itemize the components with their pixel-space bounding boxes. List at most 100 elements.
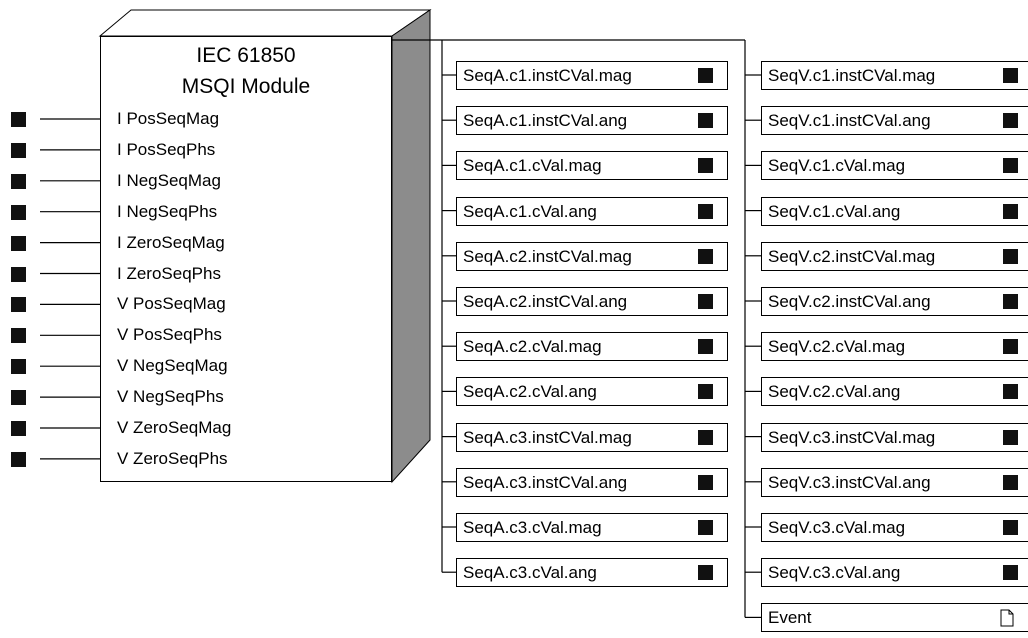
input-label: V PosSeqPhs	[117, 325, 222, 345]
output-label: SeqV.c2.instCVal.mag	[768, 246, 936, 266]
output-register-seqv[interactable]: SeqV.c1.cVal.mag	[761, 151, 1028, 181]
input-register-square[interactable]	[11, 421, 26, 436]
output-register-square	[1003, 113, 1018, 129]
output-register-seqa[interactable]: SeqA.c3.instCVal.ang	[456, 467, 728, 497]
output-register-square	[1003, 158, 1018, 174]
output-label: SeqV.c2.instCVal.ang	[768, 292, 931, 311]
module-title: IEC 61850 MSQI Module	[100, 40, 392, 102]
output-register-square	[698, 158, 713, 174]
output-register-seqv[interactable]: SeqV.c1.instCVal.mag	[761, 61, 1028, 90]
input-register-square[interactable]	[11, 390, 26, 406]
output-register-seqv[interactable]: SeqV.c1.cVal.ang	[761, 196, 1028, 226]
output-register-seqa[interactable]: SeqA.c2.cVal.mag	[456, 332, 728, 362]
output-label: Event	[768, 608, 812, 628]
output-label: SeqA.c3.cVal.mag	[463, 518, 602, 537]
output-label: SeqV.c1.instCVal.ang	[768, 111, 931, 131]
output-label: SeqA.c3.cVal.ang	[463, 563, 597, 583]
module-title-line2: MSQI Module	[181, 75, 311, 98]
module-title-line1: IEC 61850	[196, 44, 296, 67]
output-register-seqv[interactable]: SeqV.c3.cVal.ang	[761, 558, 1028, 588]
output-register-seqa[interactable]: SeqA.c3.instCVal.mag	[456, 422, 728, 452]
input-register-square[interactable]	[11, 112, 26, 127]
output-register-square	[698, 339, 713, 355]
output-label: SeqA.c1.cVal.mag	[463, 156, 602, 176]
output-register-square	[698, 565, 713, 581]
input-label: I NegSeqPhs	[117, 201, 218, 221]
output-label: SeqV.c1.cVal.mag	[768, 156, 906, 176]
input-label: V NegSeqPhs	[117, 387, 224, 407]
output-register-square	[698, 68, 713, 83]
output-label: SeqV.c1.instCVal.mag	[768, 66, 936, 85]
output-label: SeqV.c2.cVal.ang	[768, 382, 901, 402]
output-label: SeqA.c2.instCVal.mag	[463, 246, 632, 266]
output-label: SeqV.c3.instCVal.ang	[768, 472, 931, 492]
output-register-square	[698, 203, 713, 219]
output-register-square	[1003, 474, 1018, 490]
output-register-seqv[interactable]: SeqV.c2.instCVal.ang	[761, 287, 1028, 316]
output-label: SeqA.c2.cVal.mag	[463, 337, 602, 357]
output-register-seqa[interactable]: SeqA.c3.cVal.mag	[456, 513, 728, 542]
output-label: SeqV.c3.cVal.mag	[768, 518, 906, 537]
output-label: SeqA.c2.instCVal.ang	[463, 292, 628, 311]
output-register-square	[1003, 339, 1018, 355]
document-icon	[1000, 609, 1014, 627]
output-register-seqa[interactable]: SeqA.c1.cVal.ang	[456, 196, 728, 226]
input-register-square[interactable]	[11, 328, 26, 344]
output-register-square	[698, 429, 713, 445]
input-register-square[interactable]	[11, 451, 26, 467]
output-register-seqa[interactable]: SeqA.c1.instCVal.mag	[456, 61, 728, 90]
input-label: I ZeroSeqMag	[117, 232, 225, 252]
output-register-seqa[interactable]: SeqA.c2.instCVal.ang	[456, 287, 728, 316]
input-register-square[interactable]	[11, 235, 26, 251]
output-register-seqv[interactable]: SeqV.c3.instCVal.ang	[761, 467, 1028, 497]
module-top-face	[98, 9, 432, 37]
input-register-square[interactable]	[11, 173, 26, 189]
input-register-square[interactable]	[11, 266, 26, 282]
module-body[interactable]	[100, 36, 392, 482]
output-label: SeqA.c2.cVal.ang	[463, 382, 597, 402]
output-register-seqa[interactable]: SeqA.c3.cVal.ang	[456, 558, 728, 588]
input-label: V PosSeqMag	[117, 294, 226, 314]
output-register-square	[1003, 429, 1018, 445]
output-register-seqv[interactable]: SeqV.c3.instCVal.mag	[761, 422, 1028, 452]
output-register-seqa[interactable]: SeqA.c2.instCVal.mag	[456, 241, 728, 271]
output-register-seqv[interactable]: SeqV.c1.instCVal.ang	[761, 106, 1028, 136]
output-register-square	[1003, 565, 1018, 581]
output-register-square	[698, 474, 713, 490]
output-label: SeqA.c3.instCVal.mag	[463, 427, 632, 447]
output-register-square	[698, 113, 713, 129]
output-register-square	[1003, 203, 1018, 219]
output-register-seqv[interactable]: SeqV.c2.cVal.ang	[761, 377, 1028, 407]
output-label: SeqV.c2.cVal.mag	[768, 337, 906, 357]
output-label: SeqV.c3.instCVal.mag	[768, 427, 936, 447]
input-label: I PosSeqPhs	[117, 139, 216, 159]
output-label: SeqA.c3.instCVal.ang	[463, 472, 628, 492]
output-register-square	[698, 520, 713, 535]
output-register-seqv[interactable]: SeqV.c2.instCVal.mag	[761, 241, 1028, 271]
output-register-seqa[interactable]: SeqA.c1.instCVal.ang	[456, 106, 728, 136]
input-label: V ZeroSeqPhs	[117, 448, 228, 468]
input-label: V ZeroSeqMag	[117, 418, 232, 437]
output-register-seqa[interactable]: SeqA.c1.cVal.mag	[456, 151, 728, 181]
output-label: SeqV.c1.cVal.ang	[768, 201, 901, 221]
input-label: I NegSeqMag	[117, 170, 221, 190]
input-register-square[interactable]	[11, 297, 26, 313]
output-register-square	[698, 384, 713, 400]
output-label: SeqA.c1.cVal.ang	[463, 201, 597, 221]
input-label: I PosSeqMag	[117, 109, 220, 128]
input-register-square[interactable]	[11, 359, 26, 375]
input-register-square[interactable]	[11, 204, 26, 220]
input-label: I ZeroSeqPhs	[117, 263, 221, 283]
input-label: V NegSeqMag	[117, 356, 228, 376]
output-register-seqa[interactable]: SeqA.c2.cVal.ang	[456, 377, 728, 407]
output-register-seqv[interactable]: SeqV.c3.cVal.mag	[761, 513, 1028, 542]
event-register[interactable]: Event	[761, 603, 1028, 633]
input-register-square[interactable]	[11, 142, 26, 158]
output-label: SeqA.c1.instCVal.ang	[463, 111, 628, 131]
output-register-seqv[interactable]: SeqV.c2.cVal.mag	[761, 332, 1028, 362]
output-register-square	[1003, 520, 1018, 535]
output-register-square	[1003, 248, 1018, 264]
output-register-square	[1003, 294, 1018, 309]
output-label: SeqV.c3.cVal.ang	[768, 563, 901, 583]
